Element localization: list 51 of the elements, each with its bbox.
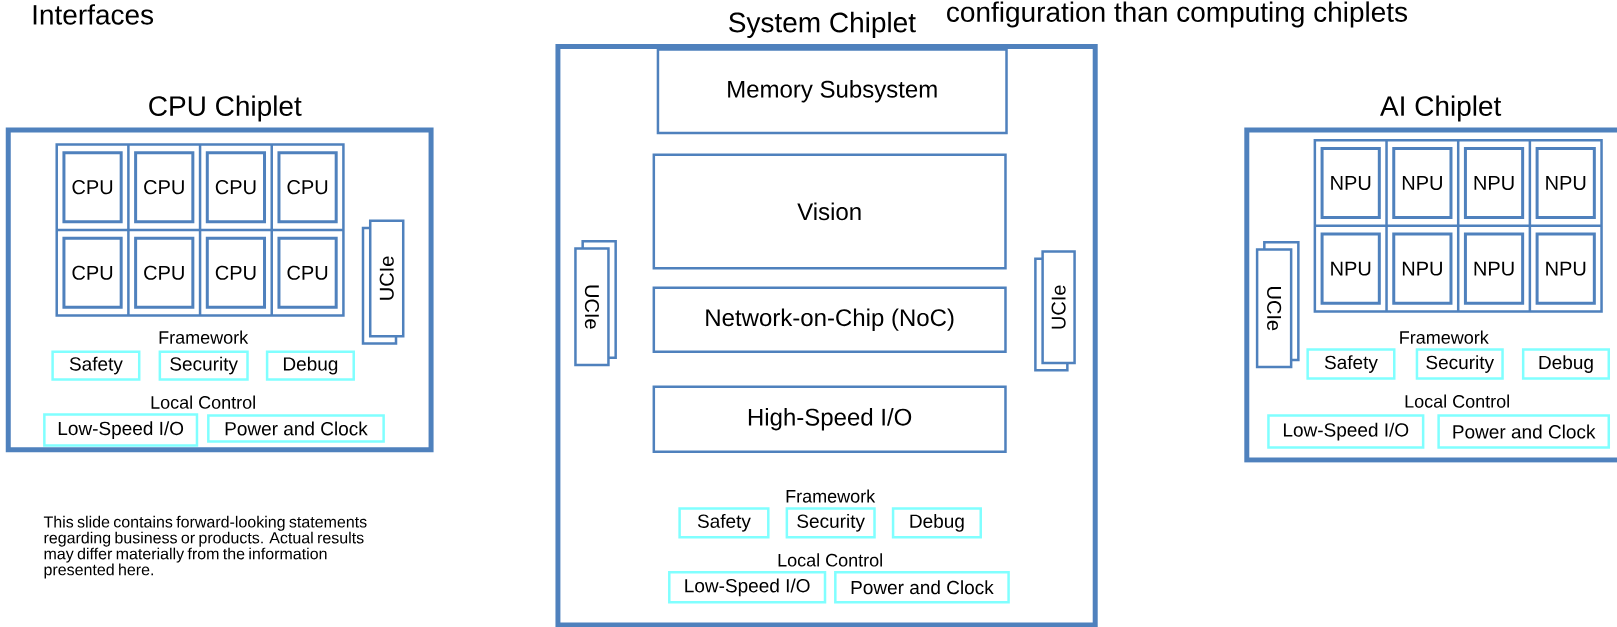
core-box: CPU <box>205 236 266 309</box>
function-box: Power and Clock <box>1437 414 1610 449</box>
core-box: CPU <box>205 151 266 224</box>
core-box: NPU <box>1320 147 1381 220</box>
function-box: Debug <box>891 507 982 539</box>
core-box: CPU <box>277 151 338 224</box>
function-box: Low-Speed I/O <box>668 571 827 604</box>
core-box: CPU <box>62 151 123 224</box>
core-box: NPU <box>1392 232 1453 305</box>
function-box: Safety <box>678 507 770 539</box>
function-box: Low-Speed I/O <box>1267 414 1425 449</box>
core-box: CPU <box>134 151 195 224</box>
block-box: Memory Subsystem <box>656 48 1008 135</box>
function-box: Safety <box>1306 348 1396 380</box>
function-box: Power and Clock <box>834 571 1010 604</box>
heading-text: Local Control <box>151 395 255 409</box>
heading-text: Framework <box>1400 330 1489 344</box>
function-box: Security <box>1415 348 1504 380</box>
core-box: NPU <box>1535 147 1596 220</box>
function-box: Security <box>785 507 876 539</box>
heading-text: Local Control <box>1405 394 1509 408</box>
core-box: NPU <box>1463 147 1525 220</box>
heading-text: Interfaces <box>33 4 154 25</box>
block-box: High-Speed I/O <box>652 385 1007 453</box>
chiplet-title: CPU Chiplet <box>149 95 302 122</box>
function-box: Security <box>158 350 249 381</box>
block-box: Network-on-Chip (NoC) <box>652 286 1007 353</box>
core-box: NPU <box>1392 147 1453 220</box>
disclaimer-text: This slide contains forward-looking statements regarding business or products. Actual results may differ materially from the information presented here. <box>43 515 367 579</box>
function-box: Power and Clock <box>207 414 385 443</box>
heading-text: Framework <box>786 489 876 503</box>
function-box: Debug <box>1521 348 1610 380</box>
core-box: CPU <box>277 236 338 309</box>
interface-stack: UCIe <box>1255 241 1300 369</box>
chiplet-title: AI Chiplet <box>1380 95 1502 122</box>
block-box: Vision <box>652 153 1007 270</box>
heading-text: Framework <box>159 330 249 344</box>
core-box: CPU <box>62 236 123 309</box>
core-box: NPU <box>1463 232 1525 305</box>
core-box: NPU <box>1320 232 1381 305</box>
heading-text: configuration than computing chiplets <box>947 1 1408 28</box>
core-box: CPU <box>134 236 195 309</box>
function-box: Low-Speed I/O <box>43 413 199 447</box>
function-box: Safety <box>51 350 141 381</box>
interface-stack: UCIe <box>1034 250 1076 372</box>
function-box: Debug <box>265 350 355 381</box>
heading-text: Local Control <box>778 553 882 567</box>
chiplet-title: System Chiplet <box>729 11 916 38</box>
interface-stack: UCIe <box>361 219 405 345</box>
interface-stack: UCIe <box>574 240 617 367</box>
core-box: NPU <box>1535 232 1596 305</box>
